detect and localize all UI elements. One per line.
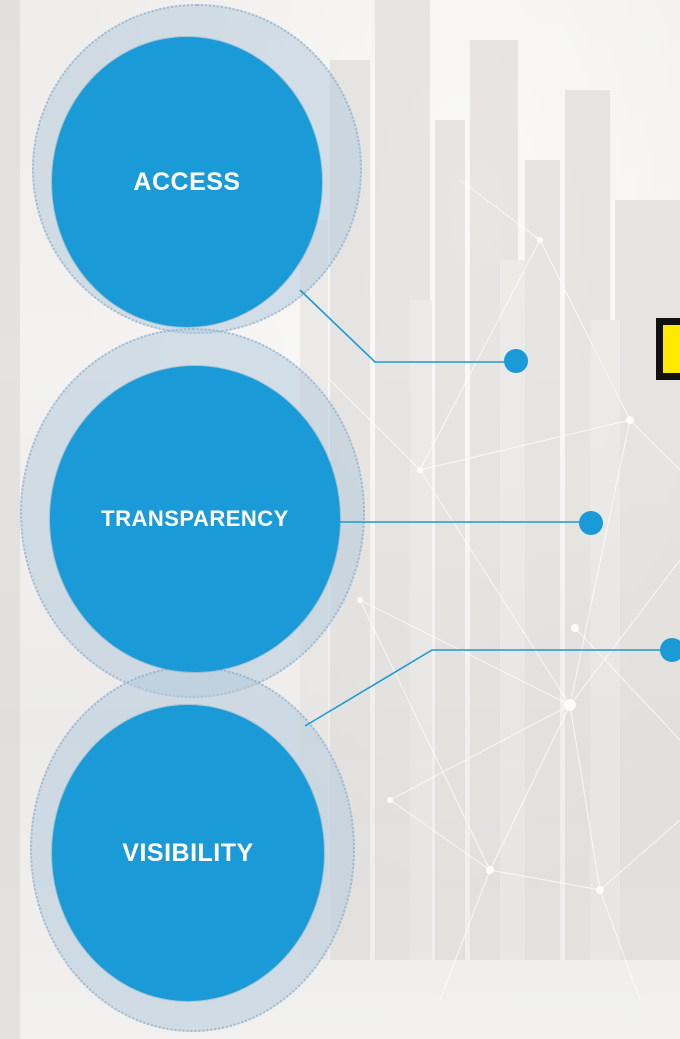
transparency-label: TRANSPARENCY — [101, 506, 289, 531]
access-connector-dot — [504, 349, 528, 373]
transparency-connector-dot — [579, 511, 603, 535]
visibility-connector-line — [304, 649, 670, 727]
transparency-node: TRANSPARENCY — [50, 366, 340, 672]
visibility-node: VISIBILITY — [52, 705, 324, 1001]
visibility-connector-dot — [660, 638, 680, 662]
access-connector-line — [299, 289, 515, 363]
visibility-label: VISIBILITY — [122, 838, 254, 867]
highlight-box — [656, 318, 680, 380]
access-label: ACCESS — [133, 167, 241, 196]
access-node: ACCESS — [52, 37, 322, 327]
